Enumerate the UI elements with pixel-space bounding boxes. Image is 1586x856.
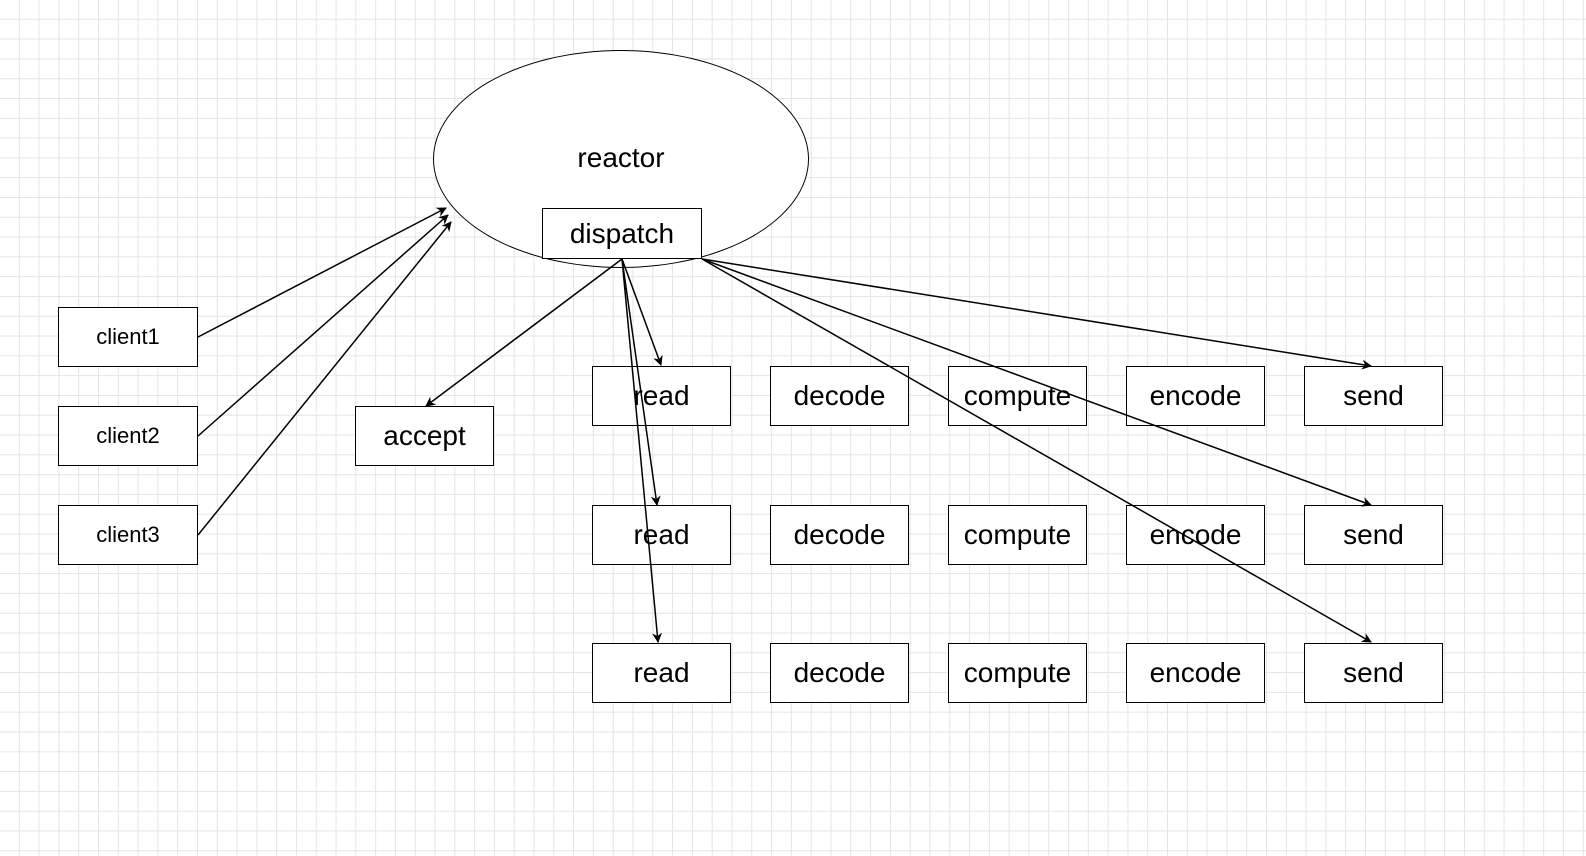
edge-dispatch-send-2 — [701, 258, 1372, 507]
compute-label: compute — [963, 519, 1072, 550]
edge-dispatch-send-1 — [701, 258, 1372, 370]
edge-client3-reactor — [197, 221, 452, 536]
decode-box-2[interactable]: decode — [770, 505, 909, 565]
decode-box-3[interactable]: decode — [770, 643, 909, 703]
read-box-2[interactable]: read — [592, 505, 731, 565]
edge-dispatch-read-3 — [621, 258, 663, 643]
send-box-2[interactable]: send — [1304, 505, 1443, 565]
edge-dispatch-accept — [425, 258, 623, 407]
dispatch-label: dispatch — [569, 217, 675, 249]
encode-box-3[interactable]: encode — [1126, 643, 1265, 703]
edge-dispatch-send-3 — [701, 258, 1372, 643]
decode-label: decode — [793, 657, 886, 688]
reactor-label: reactor — [577, 142, 665, 173]
client2-box[interactable]: client2 — [58, 406, 198, 466]
read-box-3[interactable]: read — [592, 643, 731, 703]
encode-box-1[interactable]: encode — [1126, 366, 1265, 426]
edge-dispatch-read-2 — [621, 258, 661, 506]
encode-label: encode — [1149, 380, 1242, 411]
send-label: send — [1343, 519, 1404, 550]
decode-label: decode — [793, 380, 886, 411]
read-label: read — [633, 657, 690, 688]
edge-client1-reactor — [197, 207, 447, 338]
client1-box[interactable]: client1 — [58, 307, 198, 367]
send-label: send — [1343, 380, 1404, 411]
send-label: send — [1343, 657, 1404, 688]
accept-label: accept — [383, 420, 466, 451]
send-box-3[interactable]: send — [1304, 643, 1443, 703]
decode-label: decode — [793, 519, 886, 550]
encode-label: encode — [1149, 657, 1242, 688]
decode-box-1[interactable]: decode — [770, 366, 909, 426]
edge-dispatch-read-1 — [621, 258, 663, 366]
accept-box[interactable]: accept — [355, 406, 494, 466]
read-box-1[interactable]: read — [592, 366, 731, 426]
dispatch-box[interactable]: dispatch — [542, 208, 702, 259]
compute-box-2[interactable]: compute — [948, 505, 1087, 565]
client2-label: client2 — [96, 423, 160, 448]
read-label: read — [633, 519, 690, 550]
client1-label: client1 — [96, 324, 160, 349]
compute-box-1[interactable]: compute — [948, 366, 1087, 426]
send-box-1[interactable]: send — [1304, 366, 1443, 426]
client3-box[interactable]: client3 — [58, 505, 198, 565]
client3-label: client3 — [96, 522, 160, 547]
compute-box-3[interactable]: compute — [948, 643, 1087, 703]
edge-client2-reactor — [197, 214, 449, 437]
compute-label: compute — [963, 380, 1072, 411]
compute-label: compute — [963, 657, 1072, 688]
